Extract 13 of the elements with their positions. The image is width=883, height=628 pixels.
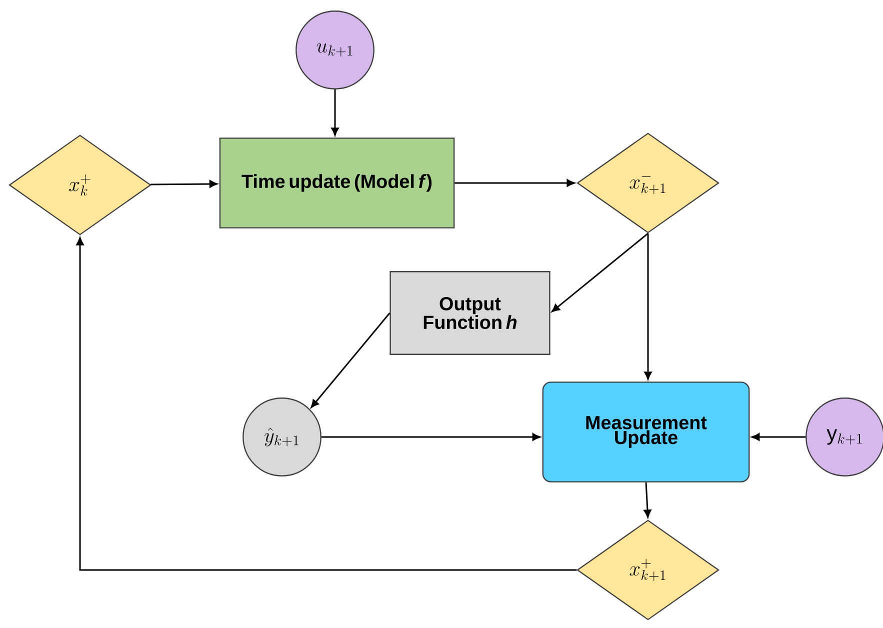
- process-box: Output Function h: [390, 271, 550, 355]
- process-box: Time update (Model f): [219, 138, 455, 228]
- arrow: [331, 89, 339, 136]
- arrow: [752, 433, 806, 441]
- arrow: [321, 433, 540, 441]
- arrow: [644, 482, 652, 518]
- arrow: [76, 237, 577, 571]
- arrow: [454, 179, 575, 187]
- arrow: [552, 232, 648, 312]
- arrow: [310, 312, 390, 408]
- arrow: [150, 180, 218, 188]
- process-box: Measurement Update: [542, 382, 750, 482]
- arrow: [644, 233, 652, 380]
